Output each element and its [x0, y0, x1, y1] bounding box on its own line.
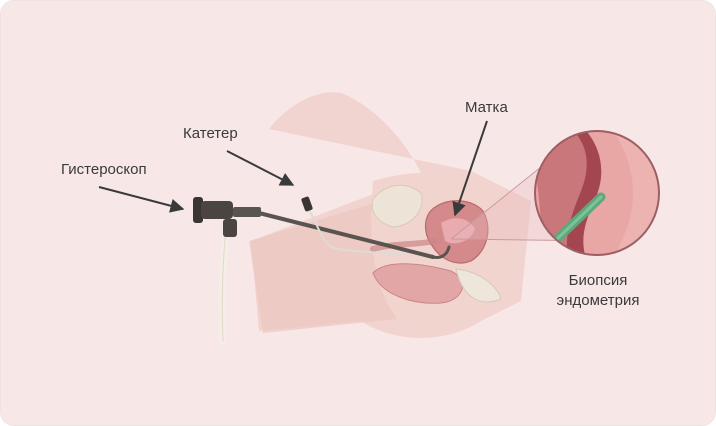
- vaginal-canal: [370, 238, 438, 252]
- hysteroscope-instrument: [193, 197, 451, 345]
- label-biopsy-line2: эндометрия: [556, 292, 640, 309]
- label-biopsy-line1: Биопсия: [568, 272, 628, 289]
- label-uterus: Матка: [465, 99, 508, 116]
- magnified-inset: [534, 130, 660, 256]
- hysteroscope-arrow: [98, 186, 185, 213]
- uterus-arrow: [452, 120, 488, 217]
- label-catheter: Катетер: [183, 125, 238, 142]
- label-endometrial-biopsy: Биопсия эндометрия: [553, 271, 643, 311]
- leader-arrows: [98, 120, 488, 217]
- label-hysteroscope: Гистероскоп: [61, 161, 147, 178]
- pelvic-organs: [371, 184, 502, 304]
- catheter: [301, 196, 407, 257]
- catheter-arrow: [226, 150, 295, 186]
